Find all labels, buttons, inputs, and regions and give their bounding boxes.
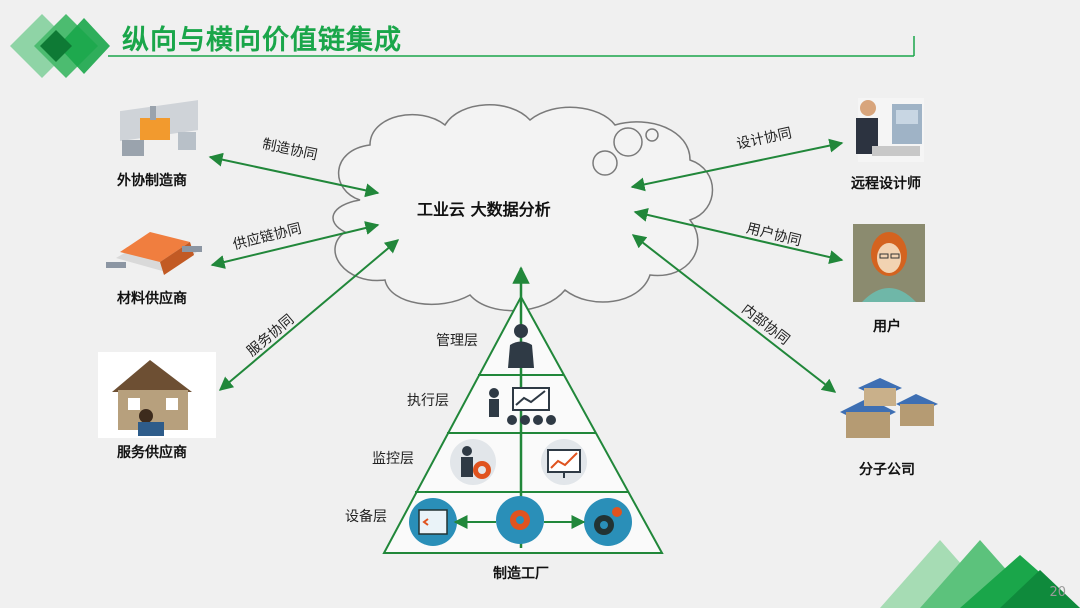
node-user: 用户 — [873, 319, 901, 335]
arrow-manufacture — [208, 152, 380, 198]
right-arrows — [630, 138, 844, 393]
warehouse-icon — [106, 232, 202, 275]
node-service-supplier: 服务供应商 — [117, 445, 187, 461]
manager-icon — [508, 324, 534, 368]
title-decoration — [10, 14, 110, 78]
gears-icon — [584, 498, 632, 546]
cloud-label: 工业云 大数据分析 — [417, 200, 551, 219]
monitor-chart-icon — [541, 439, 587, 485]
page-title: 纵向与横向价值链集成 — [122, 25, 402, 56]
layer-management: 管理层 — [436, 333, 478, 349]
arrow-service — [218, 239, 400, 391]
node-outsource-manufacturer: 外协制造商 — [117, 173, 187, 189]
layer-equipment: 设备层 — [345, 509, 387, 525]
factory-label: 制造工厂 — [493, 566, 549, 582]
user-avatar-icon — [853, 224, 925, 302]
branch-buildings-icon — [840, 378, 938, 438]
presentation-icon — [489, 387, 556, 425]
arrow-internal — [631, 234, 837, 393]
designer-icon — [856, 98, 924, 162]
arrow-design — [630, 138, 844, 192]
node-branch-company: 分子公司 — [859, 462, 915, 478]
node-remote-designer: 远程设计师 — [851, 176, 921, 192]
worker-gear-icon — [450, 439, 496, 485]
page-number: 20 — [1049, 585, 1066, 600]
house-service-icon — [98, 352, 216, 438]
layer-monitoring: 监控层 — [372, 451, 414, 467]
tools-gear-icon — [496, 496, 544, 544]
left-arrows — [208, 152, 400, 391]
code-window-icon — [409, 498, 457, 546]
layer-execution: 执行层 — [407, 393, 449, 409]
factory-icon — [120, 100, 198, 156]
node-material-supplier: 材料供应商 — [117, 291, 187, 307]
corner-decoration — [880, 540, 1080, 608]
